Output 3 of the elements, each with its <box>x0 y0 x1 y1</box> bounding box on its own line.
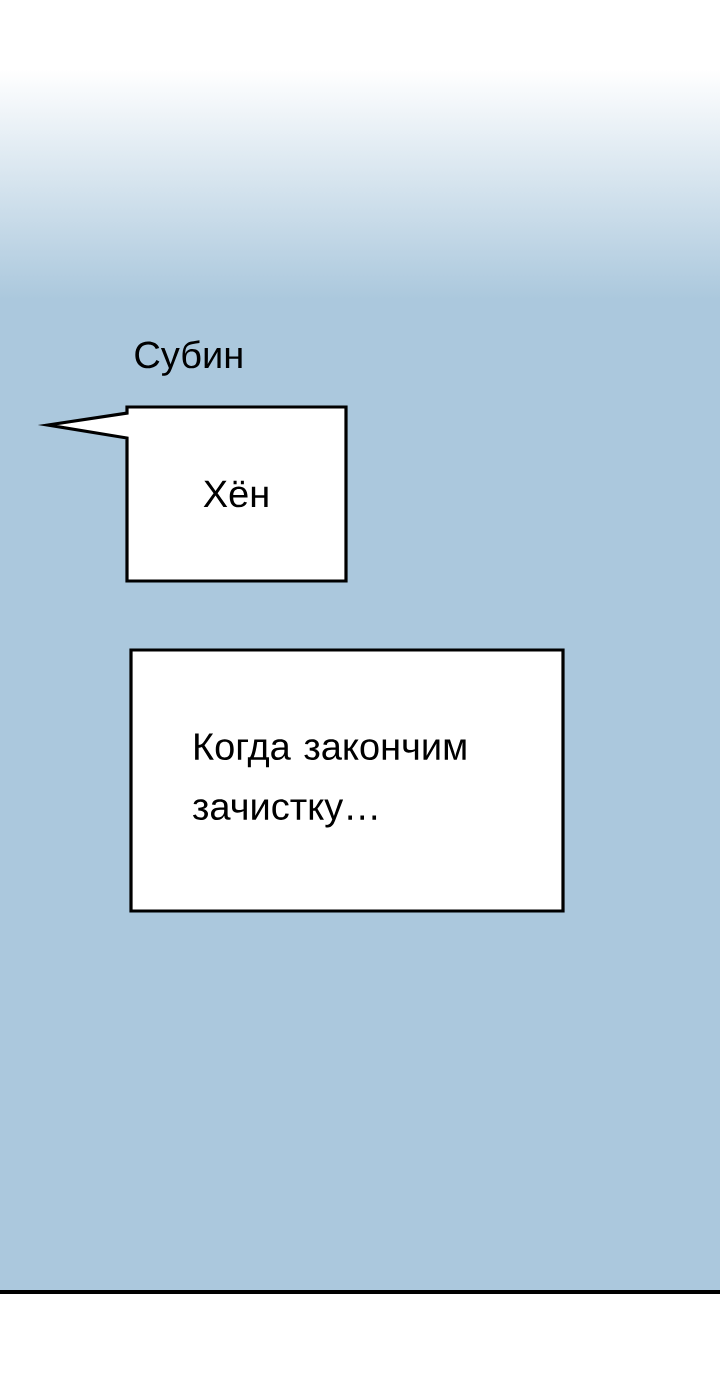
caption-box: Когда закончим зачистку… <box>129 648 565 913</box>
speaker-name: Субин <box>135 340 242 376</box>
speech-bubble: Хён <box>37 405 348 583</box>
